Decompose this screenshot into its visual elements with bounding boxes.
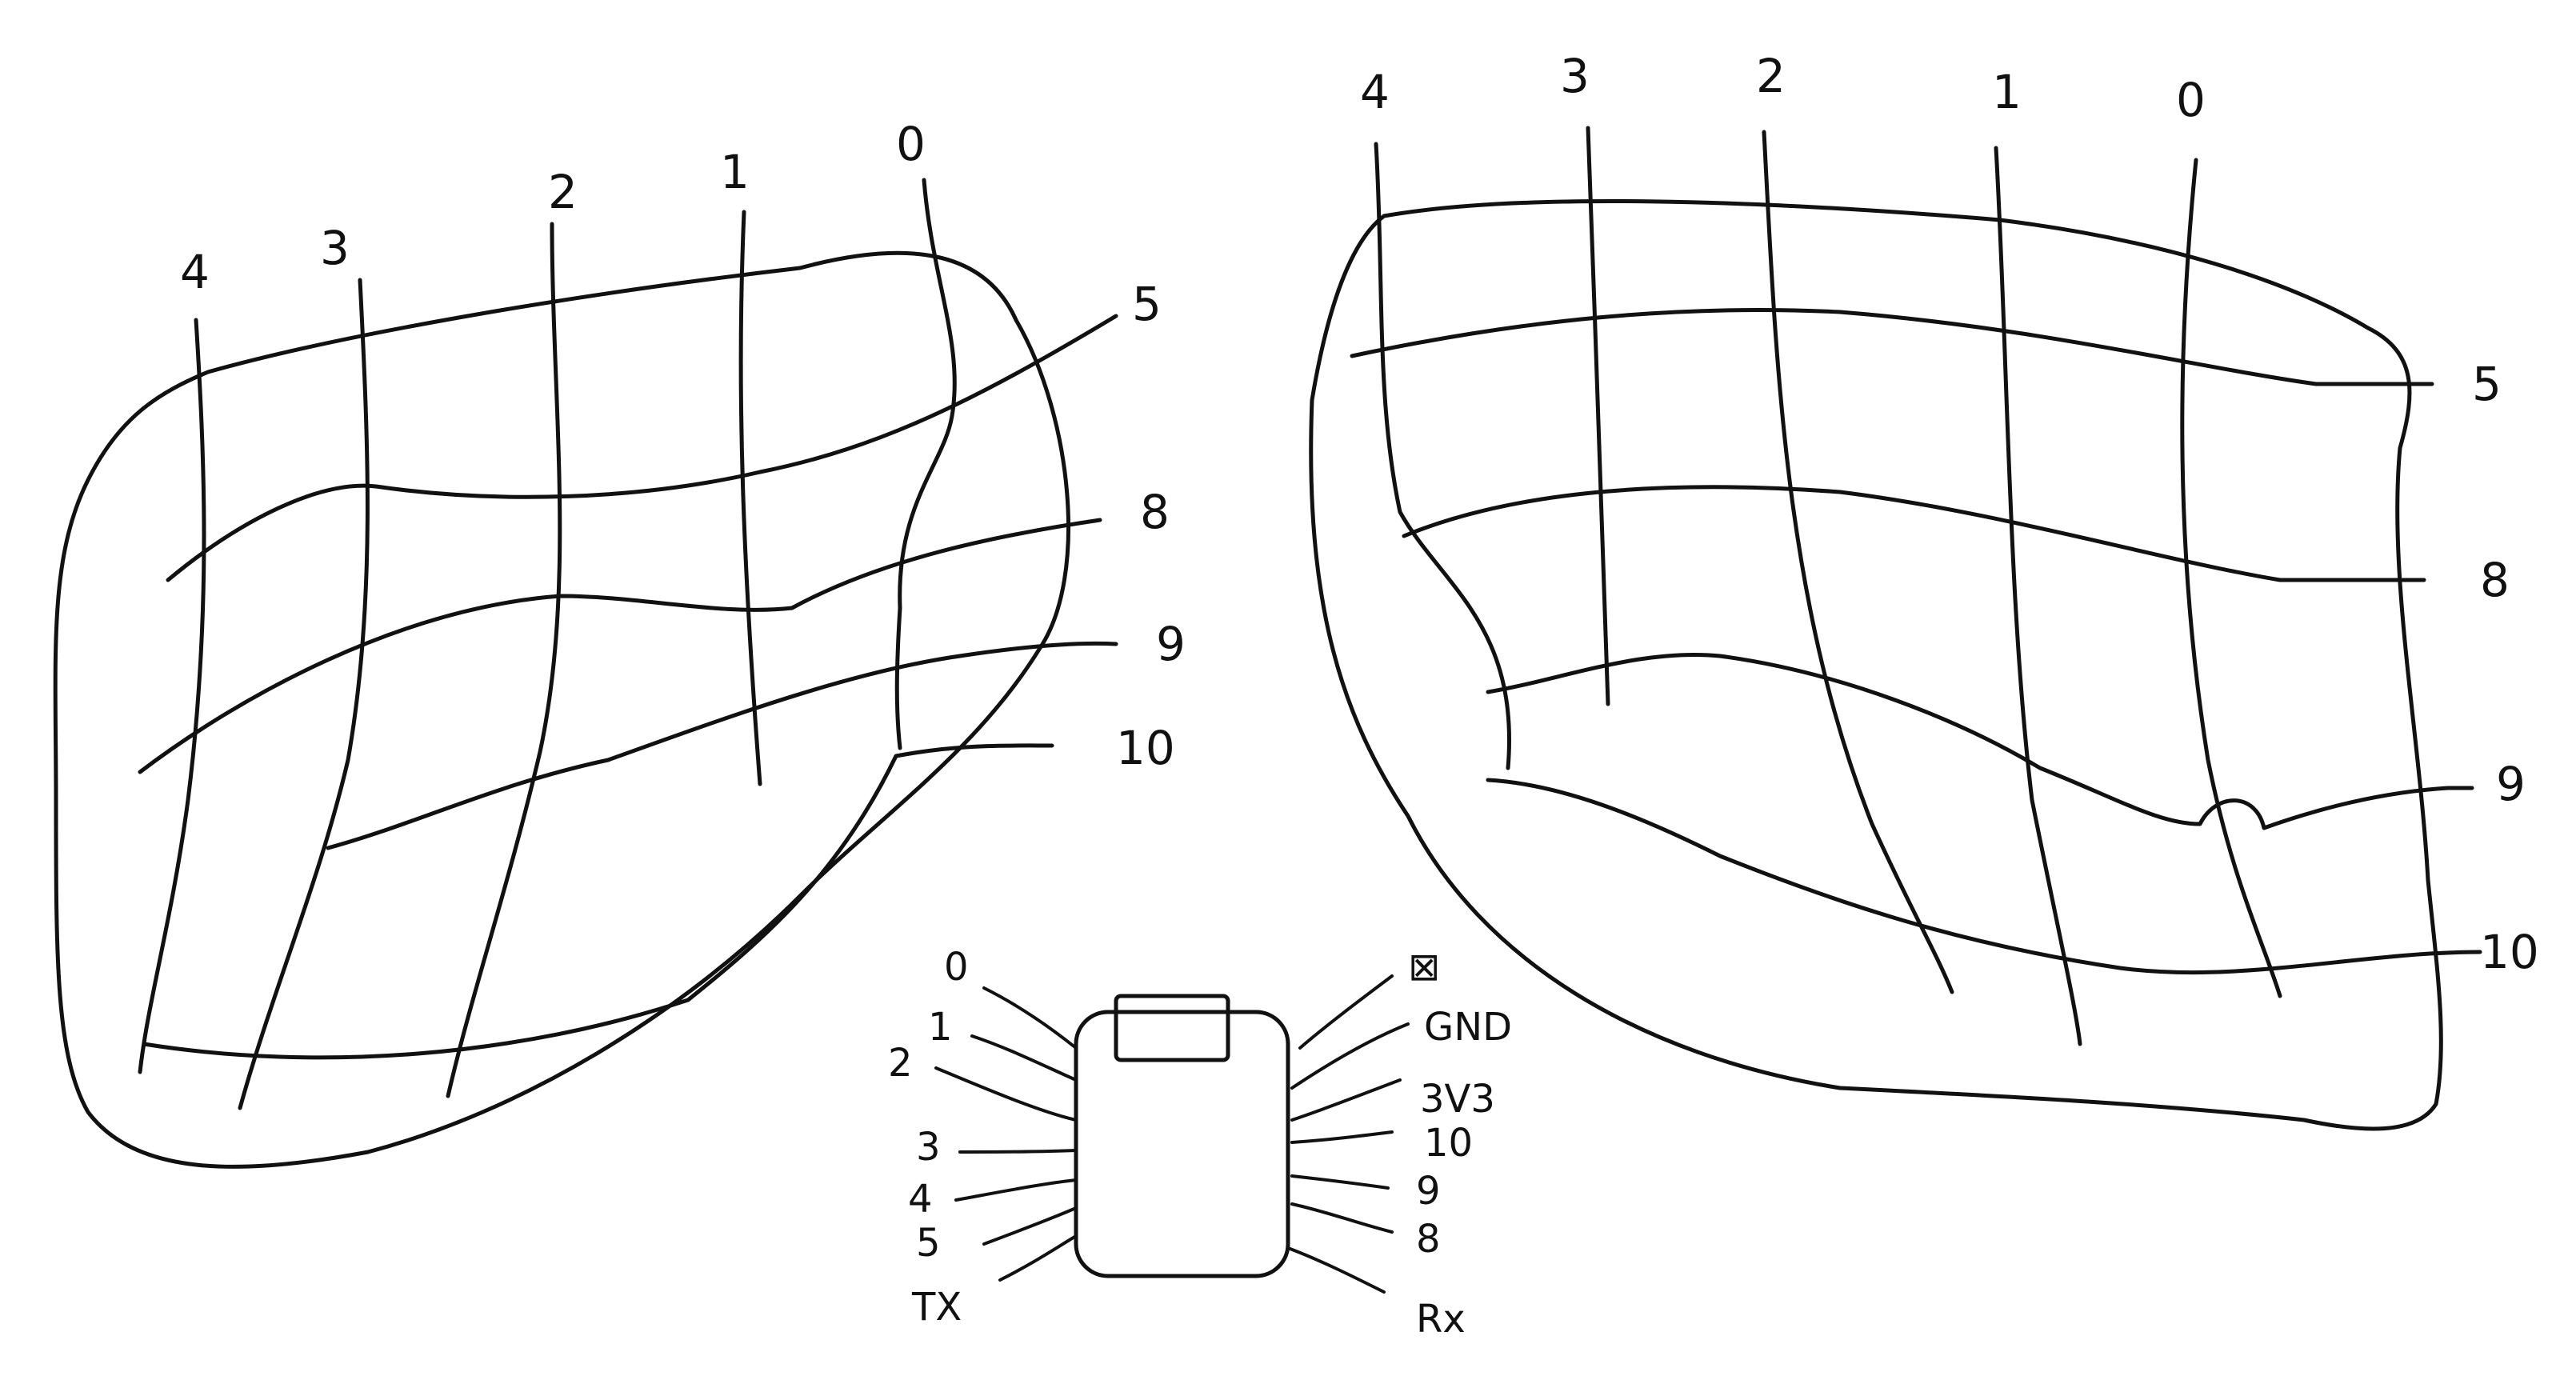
- pin-label-3: 3: [916, 1125, 941, 1170]
- right-row-10-trace: [1486, 778, 2482, 975]
- pin-lead-rx: [1286, 1246, 1386, 1294]
- left-row-8-trace: [138, 518, 1102, 774]
- left-col-2-trace: [446, 222, 562, 1098]
- pin-lead-tx: [998, 1234, 1078, 1282]
- left-col-3-trace: [238, 278, 370, 1110]
- right-col-4-trace: [1374, 142, 1511, 770]
- right-row-5-label: 5: [2472, 357, 2502, 411]
- pin-label-3v3: 3V3: [1420, 1077, 1495, 1122]
- pin-label-10: 10: [1424, 1121, 1473, 1166]
- microcontroller-board: 0 1 2 3 4 5 TX ⊠ GND 3V3 10 9 8 Rx: [888, 945, 1512, 1342]
- pin-label-1: 1: [928, 1005, 953, 1050]
- pin-lead-9: [1290, 1174, 1390, 1190]
- pin-label-unused: ⊠: [1408, 945, 1440, 990]
- pin-label-0: 0: [944, 945, 969, 990]
- pin-lead-gnd: [1290, 1022, 1410, 1090]
- right-row-9-label: 9: [2496, 757, 2526, 811]
- pin-lead-8: [1290, 1202, 1394, 1234]
- right-col-3-trace: [1586, 126, 1610, 706]
- pin-lead-3: [958, 1149, 1078, 1154]
- pin-lead-unused: [1298, 974, 1394, 1050]
- usb-connector: [1114, 994, 1230, 1062]
- right-col-2-trace: [1762, 130, 1954, 994]
- pin-lead-10: [1290, 1130, 1394, 1144]
- right-row-5-trace: [1350, 307, 2434, 386]
- pin-label-tx: TX: [911, 1285, 962, 1330]
- right-hand-outline: [1309, 199, 2443, 1131]
- right-hand-matrix: 4 3 2 1 0 5 8 9 10: [1309, 49, 2539, 1131]
- left-row-9-label: 9: [1156, 617, 1186, 671]
- pin-lead-1: [970, 1034, 1078, 1082]
- pin-lead-5: [982, 1206, 1078, 1246]
- right-row-10-label: 10: [2480, 925, 2539, 979]
- left-col-1-trace: [738, 210, 762, 786]
- left-col-0-label: 0: [896, 117, 926, 171]
- left-col-4-label: 4: [180, 245, 210, 299]
- pin-lead-0: [982, 986, 1078, 1050]
- pin-label-8: 8: [1416, 1217, 1441, 1262]
- left-col-0-trace: [894, 178, 957, 750]
- left-col-2-label: 2: [548, 165, 578, 219]
- left-row-5-trace: [166, 314, 1118, 582]
- left-row-9-trace: [326, 641, 1118, 850]
- right-row-8-trace: [1402, 485, 2426, 582]
- left-hand-outline: [53, 250, 1071, 1169]
- right-col-2-label: 2: [1756, 49, 1786, 103]
- pin-label-4: 4: [908, 1177, 933, 1222]
- left-col-3-label: 3: [320, 221, 350, 275]
- right-col-0-label: 0: [2176, 73, 2206, 127]
- left-row-5-label: 5: [1132, 277, 1162, 331]
- pin-label-5: 5: [916, 1221, 941, 1266]
- left-row-8-label: 8: [1140, 485, 1170, 539]
- left-row-10-trace: [142, 743, 1054, 1060]
- right-col-1-trace: [1994, 146, 2082, 1046]
- left-col-1-label: 1: [720, 145, 750, 199]
- microcontroller-body: [1074, 1010, 1290, 1278]
- pin-label-9: 9: [1416, 1169, 1441, 1214]
- left-row-10-label: 10: [1116, 721, 1175, 775]
- right-col-3-label: 3: [1560, 49, 1590, 103]
- pin-label-rx: Rx: [1416, 1297, 1466, 1342]
- right-row-8-label: 8: [2480, 553, 2510, 607]
- pin-label-gnd: GND: [1424, 1005, 1512, 1050]
- right-col-1-label: 1: [1992, 65, 2022, 119]
- pin-label-2: 2: [888, 1041, 913, 1086]
- pin-lead-3v3: [1290, 1078, 1402, 1122]
- right-row-9-trace: [1486, 652, 2474, 830]
- pin-lead-4: [954, 1178, 1078, 1202]
- left-hand-matrix: 4 3 2 1 0 5 8 9 10: [53, 117, 1186, 1169]
- right-col-0-trace: [2180, 158, 2282, 998]
- pin-lead-2: [934, 1066, 1078, 1122]
- right-col-4-label: 4: [1360, 65, 1390, 119]
- left-col-4-trace: [138, 318, 206, 1074]
